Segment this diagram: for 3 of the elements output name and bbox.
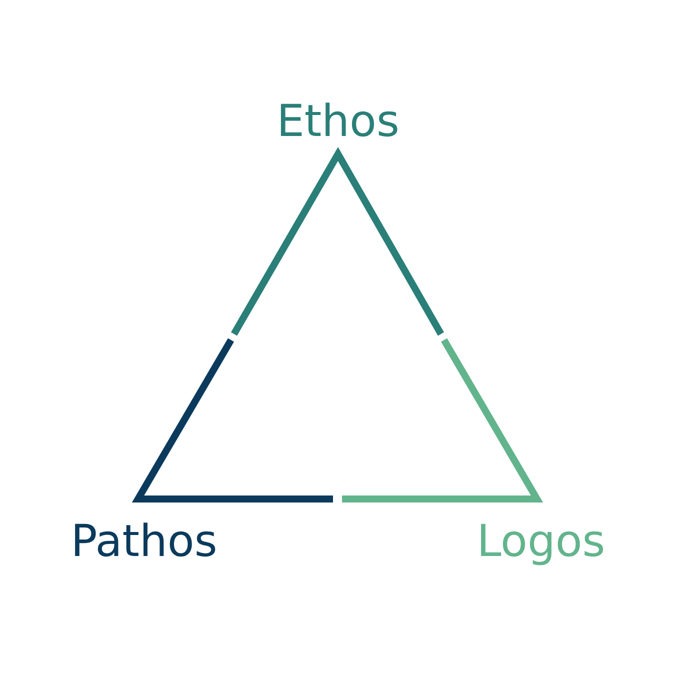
corner-label: Logos [476,520,606,564]
corner-label: Ethos [276,100,400,144]
corner-label: Pathos [70,520,218,564]
